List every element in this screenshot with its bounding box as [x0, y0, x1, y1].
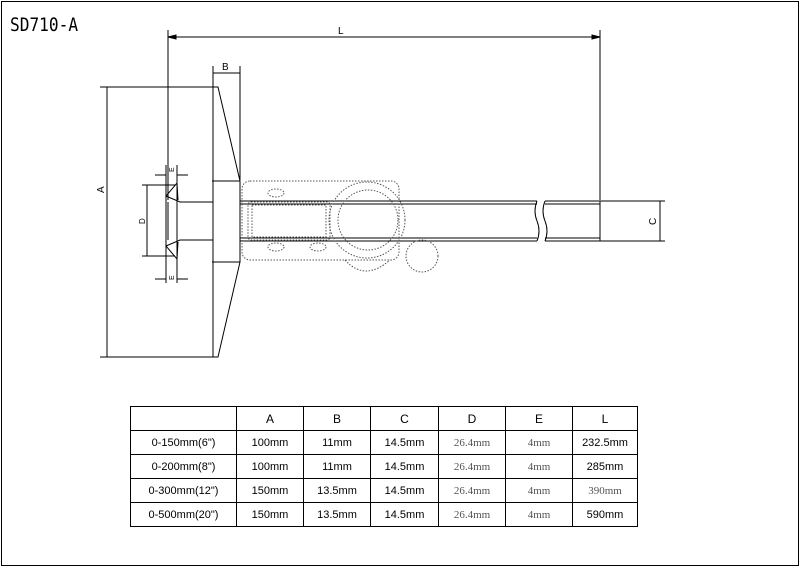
cell-B: 13.5mm: [303, 478, 371, 503]
dimension-D-E: D E E: [138, 165, 188, 283]
cell-L: 390mm: [572, 478, 638, 503]
cell-B: 13.5mm: [303, 502, 371, 527]
cell-C: 14.5mm: [370, 502, 439, 527]
header-A: A: [236, 406, 304, 431]
header-B: B: [303, 406, 371, 431]
cell-B: 11mm: [303, 454, 371, 479]
header-C: C: [370, 406, 439, 431]
label-A: A: [96, 186, 107, 193]
cell-A: 100mm: [236, 454, 304, 479]
cell-C: 14.5mm: [370, 430, 439, 455]
cell-E: 4mm: [505, 430, 573, 455]
table-row: 0-150mm(6") 100mm 11mm 14.5mm 26.4mm 4mm…: [130, 430, 638, 455]
cell-L: 232.5mm: [572, 430, 638, 455]
cell-C: 14.5mm: [370, 454, 439, 479]
cell-D: 26.4mm: [438, 430, 506, 455]
beam: [240, 200, 601, 242]
cell-D: 26.4mm: [438, 502, 506, 527]
header-D: D: [438, 406, 506, 431]
depth-base: [212, 86, 241, 358]
cell-E: 4mm: [505, 478, 573, 503]
label-C: C: [648, 218, 659, 225]
cell-A: 150mm: [236, 478, 304, 503]
label-E-bottom: E: [169, 275, 176, 280]
header-L: L: [572, 406, 638, 431]
dimension-B: B: [212, 62, 241, 180]
probe-rod: [165, 181, 213, 261]
cell-A: 150mm: [236, 502, 304, 527]
label-L: L: [338, 26, 344, 37]
specification-table: A B C D E L 0-150mm(6") 100mm 11mm 14.5m…: [130, 406, 638, 527]
cell-C: 14.5mm: [370, 478, 439, 503]
dimension-L: L: [167, 26, 601, 200]
dimension-A: A: [96, 86, 213, 358]
dimension-C: C: [600, 200, 665, 242]
header-E: E: [505, 406, 573, 431]
cell-B: 11mm: [303, 430, 371, 455]
cell-L: 285mm: [572, 454, 638, 479]
table-header-row: A B C D E L: [130, 406, 638, 431]
cell-L: 590mm: [572, 502, 638, 527]
table-row: 0-300mm(12") 150mm 13.5mm 14.5mm 26.4mm …: [130, 478, 638, 503]
cell-E: 4mm: [505, 454, 573, 479]
cell-size: 0-150mm(6"): [130, 430, 237, 455]
cell-D: 26.4mm: [438, 454, 506, 479]
label-B: B: [222, 62, 229, 73]
cell-size: 0-500mm(20"): [130, 502, 237, 527]
model-title: SD710-A: [10, 14, 79, 36]
cell-D: 26.4mm: [438, 478, 506, 503]
cell-E: 4mm: [505, 502, 573, 527]
cell-size: 0-200mm(8"): [130, 454, 237, 479]
digital-slider: [241, 180, 439, 273]
label-E-top: E: [169, 167, 176, 172]
cell-A: 100mm: [236, 430, 304, 455]
header-size: [130, 406, 237, 431]
table-row: 0-200mm(8") 100mm 11mm 14.5mm 26.4mm 4mm…: [130, 454, 638, 479]
cell-size: 0-300mm(12"): [130, 478, 237, 503]
label-D: D: [138, 218, 147, 224]
table-row: 0-500mm(20") 150mm 13.5mm 14.5mm 26.4mm …: [130, 502, 638, 527]
